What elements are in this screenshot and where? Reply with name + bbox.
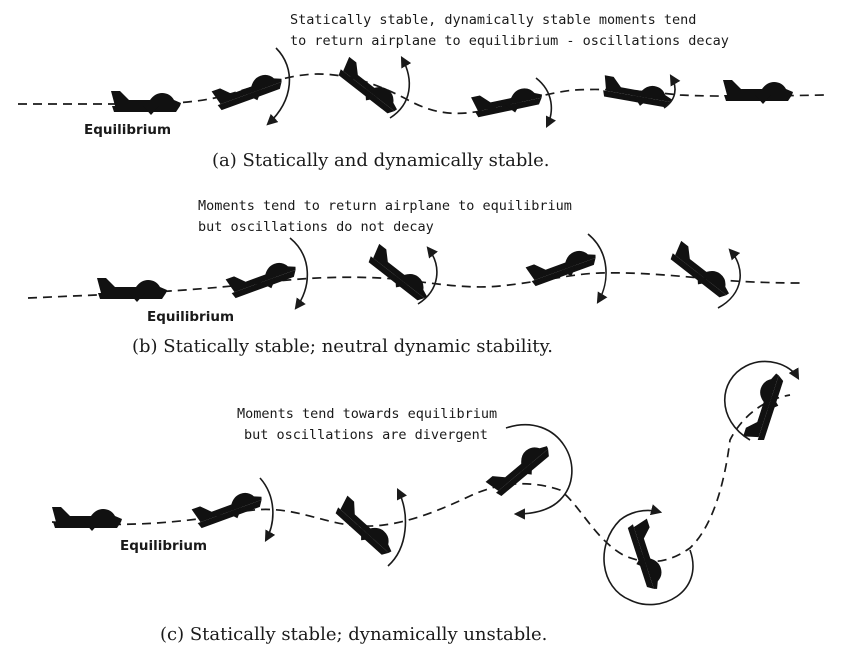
panel-b-airplane-5 bbox=[666, 240, 741, 309]
panel-b-equilibrium-label: Equilibrium bbox=[147, 309, 234, 325]
panel-b-airplane-2 bbox=[225, 237, 309, 310]
jet-airplane-silhouette-icon bbox=[225, 255, 300, 302]
panel-b-note-line-1: Moments tend to return airplane to equil… bbox=[198, 198, 572, 214]
jet-airplane-silhouette-icon bbox=[111, 91, 181, 115]
curved-moment-arrow-icon bbox=[717, 248, 741, 309]
panel-c-airplane-3 bbox=[331, 487, 408, 567]
panel-c-airplane-4 bbox=[485, 424, 573, 520]
curved-moment-arrow-icon bbox=[387, 487, 408, 567]
panel-a-note-line-2: to return airplane to equilibrium - osci… bbox=[290, 33, 729, 49]
panel-a-note-line-1: Statically stable, dynamically stable mo… bbox=[290, 12, 696, 28]
panel-b-caption: (b) Statically stable; neutral dynamic s… bbox=[132, 336, 553, 357]
jet-airplane-silhouette-icon bbox=[471, 82, 545, 121]
jet-airplane-silhouette-icon bbox=[52, 507, 122, 531]
panel-a-airplane-6 bbox=[723, 80, 793, 104]
panel-b-airplane-4 bbox=[525, 233, 608, 304]
panel-a-caption: (a) Statically and dynamically stable. bbox=[212, 150, 549, 171]
panel-a-airplane-4 bbox=[471, 77, 557, 129]
panel-c-airplane-6 bbox=[724, 360, 800, 444]
panel-a-airplane-5 bbox=[600, 74, 681, 112]
curved-moment-arrow-icon bbox=[259, 477, 276, 542]
jet-airplane-silhouette-icon bbox=[600, 75, 674, 112]
jet-airplane-silhouette-icon bbox=[334, 56, 405, 119]
panel-c-airplane-1 bbox=[52, 507, 122, 531]
panel-c-airplane-5 bbox=[603, 504, 694, 606]
panel-a-airplane-3 bbox=[334, 56, 412, 119]
panel-c-note-line-2: but oscillations are divergent bbox=[244, 427, 488, 443]
curved-moment-arrow-icon bbox=[417, 246, 438, 305]
curved-moment-arrow-icon bbox=[587, 233, 608, 304]
jet-airplane-silhouette-icon bbox=[191, 485, 266, 532]
curved-moment-arrow-icon bbox=[663, 74, 681, 109]
jet-airplane-silhouette-icon bbox=[666, 240, 737, 303]
curved-moment-arrow-icon bbox=[289, 237, 309, 310]
curved-moment-arrow-icon bbox=[535, 77, 557, 129]
panel-c-note-line-1: Moments tend towards equilibrium bbox=[237, 406, 497, 422]
jet-airplane-silhouette-icon bbox=[211, 67, 286, 114]
jet-airplane-silhouette-icon bbox=[97, 278, 167, 302]
panel-b-note-line-2: but oscillations do not decay bbox=[198, 219, 434, 235]
jet-airplane-silhouette-icon bbox=[723, 80, 793, 104]
panel-a-equilibrium-label: Equilibrium bbox=[84, 122, 171, 138]
panel-c-equilibrium-label: Equilibrium bbox=[120, 538, 207, 554]
jet-airplane-silhouette-icon bbox=[331, 495, 400, 561]
panel-a-airplane-1 bbox=[111, 91, 181, 115]
panel-c-caption: (c) Statically stable; dynamically unsta… bbox=[160, 624, 547, 645]
panel-c: Moments tend towards equilibrium but osc… bbox=[51, 360, 800, 645]
curved-moment-arrow-icon bbox=[724, 360, 800, 441]
panel-b-airplane-3 bbox=[364, 243, 438, 306]
panel-a-airplane-2 bbox=[211, 47, 291, 126]
curved-moment-arrow-icon bbox=[266, 47, 291, 126]
jet-airplane-silhouette-icon bbox=[525, 243, 600, 290]
curved-moment-arrow-icon bbox=[389, 56, 412, 119]
panel-b-airplane-1 bbox=[97, 278, 167, 302]
panel-c-airplane-2 bbox=[191, 477, 276, 542]
jet-airplane-silhouette-icon bbox=[485, 436, 555, 501]
jet-airplane-silhouette-icon bbox=[364, 243, 435, 306]
panel-a: Statically stable, dynamically stable mo… bbox=[18, 12, 826, 171]
panel-b: Moments tend to return airplane to equil… bbox=[27, 198, 801, 357]
curved-moment-arrow-icon bbox=[505, 424, 573, 520]
jet-airplane-silhouette-icon bbox=[743, 369, 788, 444]
panel-c-flight-path bbox=[51, 394, 791, 563]
jet-airplane-silhouette-icon bbox=[624, 518, 669, 593]
curved-moment-arrow-icon bbox=[603, 504, 694, 606]
